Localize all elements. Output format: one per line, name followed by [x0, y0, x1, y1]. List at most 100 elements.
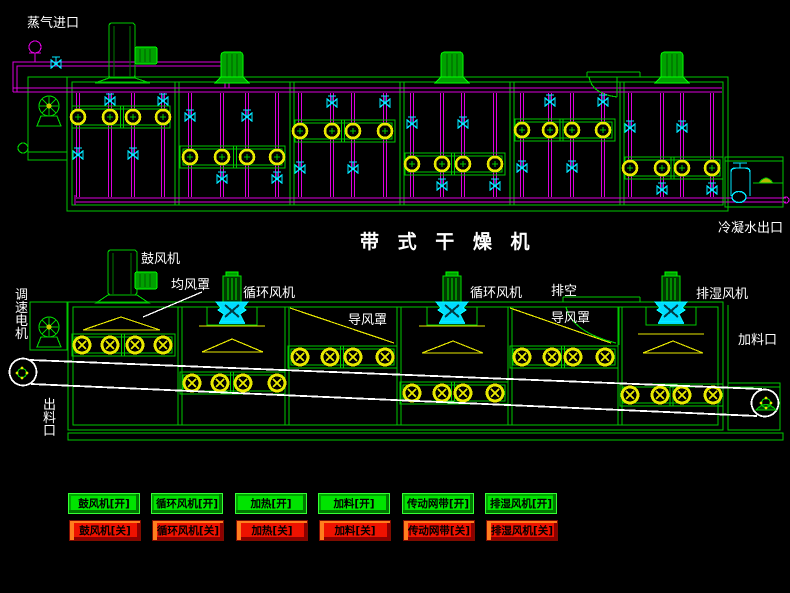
steam-header-pipe — [13, 87, 722, 93]
vent-duct-top-view — [586, 71, 641, 98]
steam-valve-icon — [326, 95, 338, 108]
conveyor-belt-on-button[interactable]: 传动网带[开] — [402, 493, 474, 514]
steam-valve-icon — [597, 94, 609, 107]
steam-riser-pipe — [600, 93, 606, 197]
circulation-fan-off-button[interactable]: 循环风机[关] — [152, 520, 224, 541]
steam-valve-icon — [241, 109, 253, 122]
steam-valve-icon — [436, 178, 448, 191]
top-diagram: 蒸气进口 冷凝水出口 — [12, 15, 790, 236]
feeding-off-button[interactable]: 加料[关] — [319, 520, 391, 541]
belt-roller-icon — [153, 335, 173, 355]
steam-section — [403, 93, 506, 197]
steam-riser-pipe — [297, 93, 303, 197]
header-pipe-circle-icon — [673, 159, 691, 177]
steam-riser-pipe — [547, 93, 553, 197]
steam-valve-icon — [406, 116, 418, 129]
hood-shape — [421, 340, 484, 354]
roof-blower-icon — [434, 51, 470, 84]
steam-riser-pipe — [244, 93, 250, 197]
steam-riser-pipe — [187, 93, 193, 197]
steam-riser-pipe — [659, 93, 665, 197]
header-pipe-circle-icon — [541, 121, 559, 139]
heating-off-button[interactable]: 加热[关] — [236, 520, 308, 541]
steam-valve-icon — [379, 95, 391, 108]
steam-valve-icon — [566, 160, 578, 173]
header-pipe-circle-icon — [433, 155, 451, 173]
header-pipe-circle-icon — [124, 108, 142, 126]
steam-valve-icon — [271, 171, 283, 184]
steam-valve-icon — [157, 93, 169, 106]
section-dividers — [174, 82, 625, 205]
steam-valve-icon — [347, 161, 359, 174]
guide-vane — [509, 307, 612, 344]
blower-off-button[interactable]: 鼓风机[关] — [69, 520, 141, 541]
belt-roller-icon — [432, 383, 452, 403]
condensate-outlet-label: 冷凝水出口 — [718, 220, 783, 236]
blower-on-button[interactable]: 鼓风机[开] — [68, 493, 140, 514]
belt-roller-icon — [563, 347, 583, 367]
belt-roller-icon — [402, 383, 422, 403]
roller-channel — [179, 371, 287, 395]
sprocket-right-icon — [754, 396, 778, 411]
belt-roller-icon — [343, 347, 363, 367]
feed-end-box — [727, 382, 781, 431]
steam-trap-box — [724, 156, 784, 208]
conveyor-belt-off-button[interactable]: 传动网带[关] — [403, 520, 475, 541]
circulation-fan2-label: 循环风机 — [470, 286, 522, 301]
belt-roller-icon — [125, 335, 145, 355]
belt-roller-icon — [672, 385, 692, 405]
header-pipe-circle-icon — [454, 155, 472, 173]
steam-section — [179, 93, 286, 197]
page-title: 带 式 干 燥 机 — [360, 230, 535, 253]
steam-trap-icon — [731, 190, 747, 204]
steam-section — [69, 93, 172, 197]
belt-roller-icon — [233, 373, 253, 393]
dehumidify-fan — [638, 271, 704, 335]
dehumidify-fan-on-button[interactable]: 排湿风机[开] — [485, 493, 557, 514]
belt-pulley-right — [750, 388, 780, 418]
circulation-fan1-label: 循环风机 — [243, 286, 295, 301]
sight-dome-icon — [758, 177, 774, 184]
header-pipe-circle-icon — [513, 121, 531, 139]
belt-roller-icon — [290, 347, 310, 367]
header-pipe-circle-icon — [653, 159, 671, 177]
drive-motor-icon — [38, 95, 60, 117]
steam-riser-pipe — [219, 93, 225, 197]
roller-channel — [287, 345, 398, 369]
belt-roller-icon — [595, 347, 615, 367]
steam-valve-icon — [104, 93, 116, 106]
steam-riser-pipe — [350, 93, 356, 197]
steam-valve-icon — [544, 94, 556, 107]
vent-label: 排空 — [551, 284, 577, 299]
steam-valve-icon — [706, 182, 718, 195]
circulation-fan-on-button[interactable]: 循环风机[开] — [151, 493, 223, 514]
speed-motor-box — [29, 301, 68, 351]
steam-valve-icon — [216, 171, 228, 184]
hood-shape — [201, 338, 264, 353]
feed-inlet-label: 加料口 — [738, 333, 777, 348]
belt-roller-icon — [703, 385, 723, 405]
belt-roller-icon — [267, 373, 287, 393]
heating-on-button[interactable]: 加热[开] — [235, 493, 307, 514]
steam-valve-icon — [72, 147, 84, 160]
roller-channel — [619, 383, 724, 407]
dehumidify-fan-off-button[interactable]: 排湿风机[关] — [486, 520, 558, 541]
belt-roller-icon — [512, 347, 532, 367]
steam-riser-pipe — [519, 93, 525, 197]
belt-roller-icon — [375, 347, 395, 367]
header-pipe-circle-icon — [154, 108, 172, 126]
steam-riser-pipe — [627, 93, 633, 197]
fan-icon — [435, 271, 469, 324]
header-pipe-circle-icon — [403, 155, 421, 173]
header-pipe-circle-icon — [213, 148, 231, 166]
guide-vane — [289, 307, 395, 344]
steam-valve-icon — [516, 160, 528, 173]
steam-riser-pipe — [679, 93, 685, 197]
feeding-on-button[interactable]: 加料[开] — [318, 493, 390, 514]
steam-riser-pipe — [382, 93, 388, 197]
steam-section — [291, 93, 396, 197]
fan-icon — [654, 271, 688, 324]
circulation-fan-1 — [199, 271, 265, 327]
dryer-body — [67, 301, 724, 431]
